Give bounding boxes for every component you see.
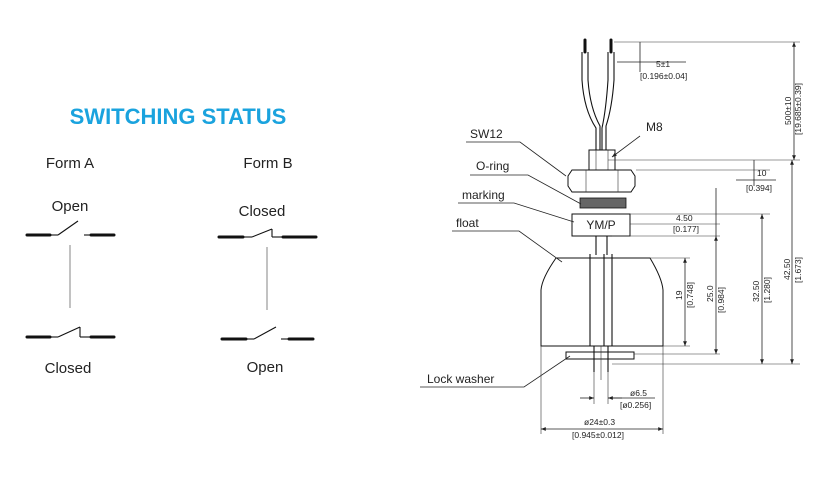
callout-lock-washer-label: Lock washer bbox=[427, 372, 494, 386]
form-b-open-switch-symbol bbox=[220, 326, 315, 341]
marking-text: YM/P bbox=[586, 218, 615, 232]
form-a-closed-label: Closed bbox=[45, 360, 92, 377]
form-a-closed-switch-symbol bbox=[25, 326, 116, 339]
dim-stem-dia-in: [ø0.256] bbox=[620, 400, 651, 410]
form-b-closed-label: Closed bbox=[239, 203, 286, 220]
dim-body-mm: 32.50 bbox=[751, 280, 761, 302]
dim-cable-mm: 500±10 bbox=[783, 96, 793, 125]
callouts: SW12 M8 O-ring marking float Lock washer bbox=[420, 120, 663, 388]
callout-float-label: float bbox=[456, 216, 479, 230]
callout-m8-label: M8 bbox=[646, 120, 663, 134]
dim-marking-in: [0.177] bbox=[673, 224, 699, 234]
form-a-open-switch-symbol bbox=[25, 220, 116, 237]
hex-nut bbox=[567, 169, 636, 193]
form-b-open-label: Open bbox=[247, 359, 284, 376]
dim-float-height-mm: 19 bbox=[674, 290, 684, 300]
dim-overall-in: [1.673] bbox=[793, 257, 803, 283]
dim-travel-in: [0.984] bbox=[716, 287, 726, 313]
dim-wire-strip-in: [0.196±0.04] bbox=[640, 71, 687, 81]
float-switch-drawing: YM/P bbox=[540, 38, 664, 380]
dim-cable-in: [19.685±0.39] bbox=[793, 83, 803, 135]
dim-marking-mm: 4.50 bbox=[676, 213, 693, 223]
dim-float-dia-in: [0.945±0.012] bbox=[572, 430, 624, 440]
form-b-label: Form B bbox=[243, 155, 292, 172]
callout-sw12-label: SW12 bbox=[470, 127, 503, 141]
lock-washer bbox=[565, 351, 635, 360]
o-ring bbox=[579, 197, 627, 209]
dim-nut-in: [0.394] bbox=[746, 183, 772, 193]
dim-overall-mm: 42.50 bbox=[782, 258, 792, 280]
dim-float-height-in: [0.748] bbox=[685, 282, 695, 308]
callout-oring-label: O-ring bbox=[476, 159, 509, 173]
dim-float-dia-mm: ø24±0.3 bbox=[584, 417, 615, 427]
form-b-group: Form B Closed Open bbox=[217, 155, 318, 376]
dim-stem-dia-mm: ø6.5 bbox=[630, 388, 647, 398]
dimensions: 5±1 [0.196±0.04] 500±10 [19.685±0.39] 10… bbox=[540, 41, 803, 440]
dim-wire-strip-mm: 5±1 bbox=[656, 59, 670, 69]
float-body bbox=[540, 257, 664, 347]
lead-wires bbox=[581, 38, 615, 150]
dim-nut-mm: 10 bbox=[757, 168, 767, 178]
dim-body-in: [1.280] bbox=[762, 277, 772, 303]
form-a-open-label: Open bbox=[52, 198, 89, 215]
switching-status-title: SWITCHING STATUS bbox=[70, 104, 287, 129]
dim-travel-mm: 25.0 bbox=[705, 285, 715, 302]
form-a-label: Form A bbox=[46, 155, 94, 172]
form-a-group: Form A Open Closed bbox=[25, 155, 116, 377]
marking-collar bbox=[571, 213, 631, 237]
form-b-closed-switch-symbol bbox=[217, 228, 318, 239]
callout-marking-label: marking bbox=[462, 188, 505, 202]
